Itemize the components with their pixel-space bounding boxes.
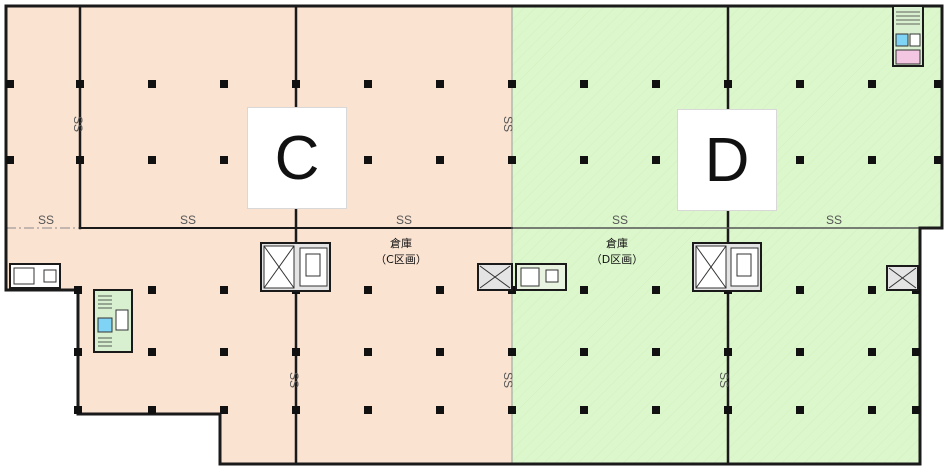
column — [292, 80, 300, 88]
column — [74, 286, 82, 294]
shaft-right — [886, 265, 919, 291]
column — [508, 406, 516, 414]
column — [796, 406, 804, 414]
column — [292, 348, 300, 356]
zone-label-d: D — [677, 109, 777, 211]
ss-mark: SS — [38, 213, 54, 227]
column — [934, 80, 942, 88]
column — [220, 286, 228, 294]
column — [148, 80, 156, 88]
column — [508, 348, 516, 356]
column — [580, 156, 588, 164]
room-area-c: （C区画） — [375, 253, 427, 266]
column — [912, 406, 920, 414]
room-name-c: 倉庫 — [390, 237, 412, 250]
column — [364, 156, 372, 164]
column — [436, 406, 444, 414]
column — [868, 156, 876, 164]
column — [652, 348, 660, 356]
room-label-c: 倉庫 （C区画） — [366, 236, 436, 268]
zone-c-area — [6, 6, 512, 464]
column — [76, 80, 84, 88]
column — [796, 80, 804, 88]
column — [580, 348, 588, 356]
ss-mark: SS — [501, 116, 515, 132]
column — [436, 348, 444, 356]
column — [148, 348, 156, 356]
column — [6, 80, 14, 88]
column — [724, 406, 732, 414]
ss-mark: SS — [717, 372, 731, 388]
column — [934, 156, 942, 164]
column — [796, 156, 804, 164]
column — [436, 156, 444, 164]
column — [796, 348, 804, 356]
ss-marks: SS SS SS SS SS SS SS SS SS SS — [38, 116, 842, 388]
stair-toilet-block-d — [892, 5, 924, 67]
column — [652, 286, 660, 294]
column — [292, 406, 300, 414]
column — [364, 80, 372, 88]
column — [724, 348, 732, 356]
column — [580, 80, 588, 88]
column — [436, 286, 444, 294]
column — [436, 80, 444, 88]
stair-toilet-block-c — [93, 289, 133, 353]
column — [74, 348, 82, 356]
outer-wall — [4, 4, 944, 466]
ss-mark: SS — [287, 372, 301, 388]
ss-mark: SS — [180, 213, 196, 227]
column — [912, 348, 920, 356]
column — [868, 286, 876, 294]
column — [76, 156, 84, 164]
columns — [6, 80, 942, 414]
column — [508, 80, 516, 88]
column — [220, 406, 228, 414]
zone-letter-d: D — [704, 125, 750, 195]
column — [74, 406, 82, 414]
column — [652, 406, 660, 414]
column — [868, 406, 876, 414]
column — [868, 80, 876, 88]
elevator-core-c — [260, 242, 331, 292]
column — [364, 286, 372, 294]
column — [220, 348, 228, 356]
column — [220, 80, 228, 88]
column — [652, 156, 660, 164]
ss-mark: SS — [396, 213, 412, 227]
small-room-left — [9, 263, 61, 289]
ss-mark: SS — [501, 372, 515, 388]
room-area-d: （D区画） — [590, 253, 644, 266]
column — [148, 406, 156, 414]
column — [364, 348, 372, 356]
column — [724, 80, 732, 88]
room-label-d: 倉庫 （D区画） — [582, 236, 652, 268]
ss-mark: SS — [826, 213, 842, 227]
column — [580, 286, 588, 294]
column — [652, 80, 660, 88]
room-name-d: 倉庫 — [606, 237, 628, 250]
column — [580, 406, 588, 414]
column — [220, 156, 228, 164]
zone-label-c: C — [247, 107, 347, 209]
column — [508, 156, 516, 164]
elevator-core-d — [692, 242, 762, 292]
column — [148, 156, 156, 164]
shaft-boundary — [477, 263, 567, 291]
ss-mark: SS — [71, 116, 85, 132]
column — [868, 348, 876, 356]
column — [796, 286, 804, 294]
column — [364, 406, 372, 414]
zone-letter-c: C — [274, 123, 320, 193]
column — [148, 286, 156, 294]
ss-mark: SS — [612, 213, 628, 227]
column — [6, 156, 14, 164]
